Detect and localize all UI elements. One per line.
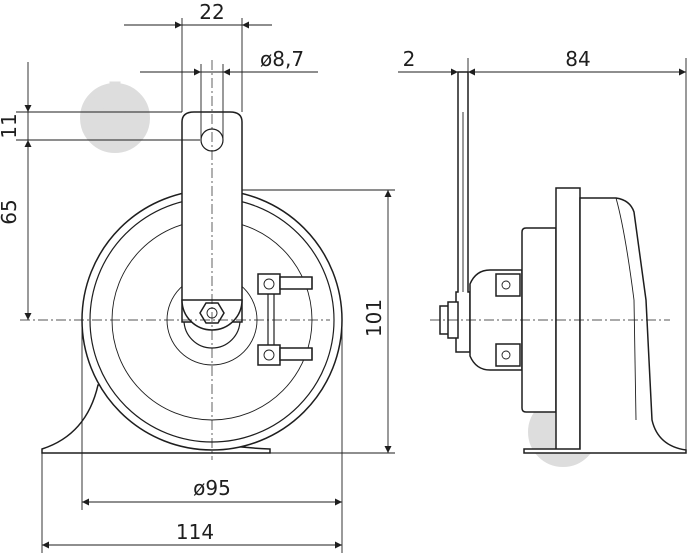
dim-hole-to-center: 65 bbox=[0, 140, 32, 320]
terminal-top bbox=[257, 273, 313, 295]
front-view bbox=[20, 60, 343, 460]
dim-label-mount-hole: ø8,7 bbox=[260, 47, 304, 71]
dim-label-total-height: 101 bbox=[362, 299, 386, 337]
dim-total-height: 101 bbox=[242, 189, 395, 454]
dim-bracket-thickness: 2 bbox=[398, 47, 458, 76]
dim-label-total-width: 114 bbox=[176, 520, 214, 544]
dim-body-diameter: ø95 bbox=[81, 320, 343, 510]
dim-label-bracket-thickness: 2 bbox=[403, 47, 416, 71]
dim-label-hole-to-center: 65 bbox=[0, 199, 21, 224]
terminal-bottom bbox=[257, 344, 313, 366]
dim-bracket-width: 22 bbox=[124, 0, 272, 112]
horn-logo-watermark bbox=[80, 81, 150, 153]
dim-label-top-offset: 11 bbox=[0, 113, 21, 138]
dim-top-offset: 11 bbox=[0, 62, 200, 141]
dim-total-width: 114 bbox=[41, 453, 343, 553]
side-view bbox=[430, 71, 687, 454]
dim-mount-hole: ø8,7 bbox=[140, 47, 318, 140]
dim-label-depth: 84 bbox=[565, 47, 590, 71]
dim-label-bracket-width: 22 bbox=[199, 0, 224, 24]
dim-label-body-diameter: ø95 bbox=[193, 476, 231, 500]
dim-depth: 84 bbox=[467, 47, 687, 453]
